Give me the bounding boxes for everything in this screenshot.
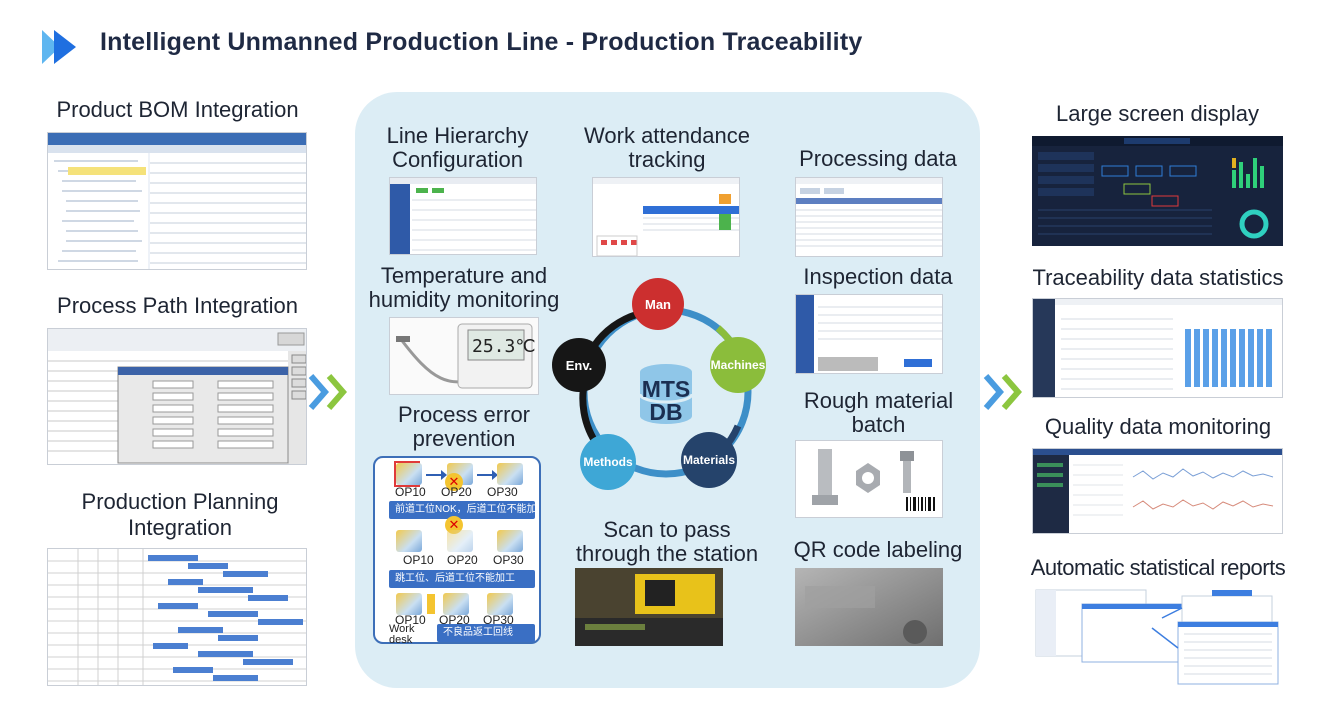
error-bar-2: 跳工位、后道工位不能加工 bbox=[389, 570, 535, 588]
temp-reading: 25.3℃ bbox=[472, 336, 536, 357]
quality-screenshot bbox=[1032, 448, 1283, 534]
label-qr: QR code labeling bbox=[793, 537, 963, 562]
op30-label: OP30 bbox=[487, 485, 518, 499]
label-reports: Automatic statistical reports bbox=[1030, 555, 1286, 580]
robot-op30-icon bbox=[497, 463, 523, 485]
attendance-screenshot bbox=[592, 177, 740, 257]
skip-mark-icon: ✕ bbox=[445, 516, 463, 534]
label-bom: Product BOM Integration bbox=[56, 97, 299, 122]
op10-label: OP10 bbox=[395, 485, 426, 499]
robot-op10c-icon bbox=[396, 593, 422, 615]
label-scan-1: Scan to pass bbox=[603, 517, 731, 542]
hub-db: DB bbox=[649, 399, 683, 425]
desk-label: desk bbox=[389, 634, 413, 646]
op10b-label: OP10 bbox=[403, 553, 434, 567]
label-temp-2: humidity monitoring bbox=[368, 287, 560, 312]
chevron-right-icon-2 bbox=[983, 374, 1022, 410]
op30b-label: OP30 bbox=[493, 553, 524, 567]
trace-stats-screenshot bbox=[1032, 298, 1283, 398]
label-rough-2: batch bbox=[851, 412, 906, 437]
processing-screenshot bbox=[795, 177, 943, 257]
label-planning-2: Integration bbox=[128, 515, 232, 540]
label-quality: Quality data monitoring bbox=[1044, 414, 1272, 439]
robot-op20c-icon bbox=[443, 593, 469, 615]
op20b-label: OP20 bbox=[447, 553, 478, 567]
page-title: Intelligent Unmanned Production Line - P… bbox=[100, 28, 863, 56]
op20-label: OP20 bbox=[441, 485, 472, 499]
label-rough-1: Rough material bbox=[803, 388, 954, 413]
error-bar-1: 前道工位NOK，后道工位不能加工 bbox=[389, 501, 535, 519]
reject-mark-icon: ✕ bbox=[445, 473, 463, 491]
up-arrow-icon bbox=[427, 594, 435, 614]
scan-station-photo bbox=[575, 568, 723, 646]
line-hierarchy-screenshot bbox=[389, 177, 537, 255]
robot-op10b-icon bbox=[396, 530, 422, 552]
node-man: Man bbox=[632, 278, 684, 330]
op30c-label: OP30 bbox=[483, 613, 514, 627]
work-label: Work bbox=[389, 623, 415, 635]
label-processing: Processing data bbox=[799, 146, 957, 171]
qr-labeling-photo bbox=[795, 568, 943, 646]
inspection-screenshot bbox=[795, 294, 943, 374]
label-temp-1: Temperature and bbox=[380, 263, 548, 288]
node-materials: Materials bbox=[681, 432, 737, 488]
hub-mts: MTS bbox=[641, 376, 691, 402]
play-logo-icon bbox=[42, 30, 76, 64]
chevron-right-icon bbox=[308, 374, 347, 410]
robot-op30c-icon bbox=[487, 593, 513, 615]
label-large-screen: Large screen display bbox=[1055, 101, 1259, 126]
rough-material-photo bbox=[795, 440, 943, 518]
label-line-hierarchy-1: Line Hierarchy bbox=[386, 123, 529, 148]
planning-gantt-screenshot bbox=[47, 548, 307, 686]
label-process-path: Process Path Integration bbox=[57, 293, 298, 318]
temp-sensor-photo: 25.3℃ bbox=[389, 317, 539, 395]
label-line-hierarchy-2: Configuration bbox=[392, 147, 523, 172]
label-attendance-1: Work attendance bbox=[584, 123, 750, 148]
label-error-1: Process error bbox=[397, 402, 531, 427]
label-trace-stats: Traceability data statistics bbox=[1032, 265, 1284, 290]
large-screen-screenshot bbox=[1032, 136, 1283, 246]
reports-screenshot bbox=[1032, 588, 1283, 686]
robot-op30b-icon bbox=[497, 530, 523, 552]
label-scan-2: through the station bbox=[575, 541, 759, 566]
label-error-2: prevention bbox=[412, 426, 516, 451]
label-planning-1: Production Planning bbox=[81, 489, 279, 514]
node-env: Env. bbox=[552, 338, 606, 392]
bom-screenshot bbox=[47, 132, 307, 270]
error-bar-3: 不良品返工回线 bbox=[437, 624, 535, 642]
node-machines: Machines bbox=[710, 337, 766, 393]
error-prevention-box: ✕ OP10 OP20 OP30 前道工位NOK，后道工位不能加工 ✕ OP10… bbox=[373, 456, 541, 646]
label-attendance-2: tracking bbox=[628, 147, 706, 172]
process-path-screenshot bbox=[47, 328, 307, 465]
node-methods: Methods bbox=[580, 434, 636, 490]
op10c-label: OP10 bbox=[395, 613, 426, 627]
op20c-label: OP20 bbox=[439, 613, 470, 627]
robot-op20b-icon bbox=[447, 530, 473, 552]
label-inspection: Inspection data bbox=[803, 264, 953, 289]
robot-op10-icon bbox=[396, 463, 422, 485]
